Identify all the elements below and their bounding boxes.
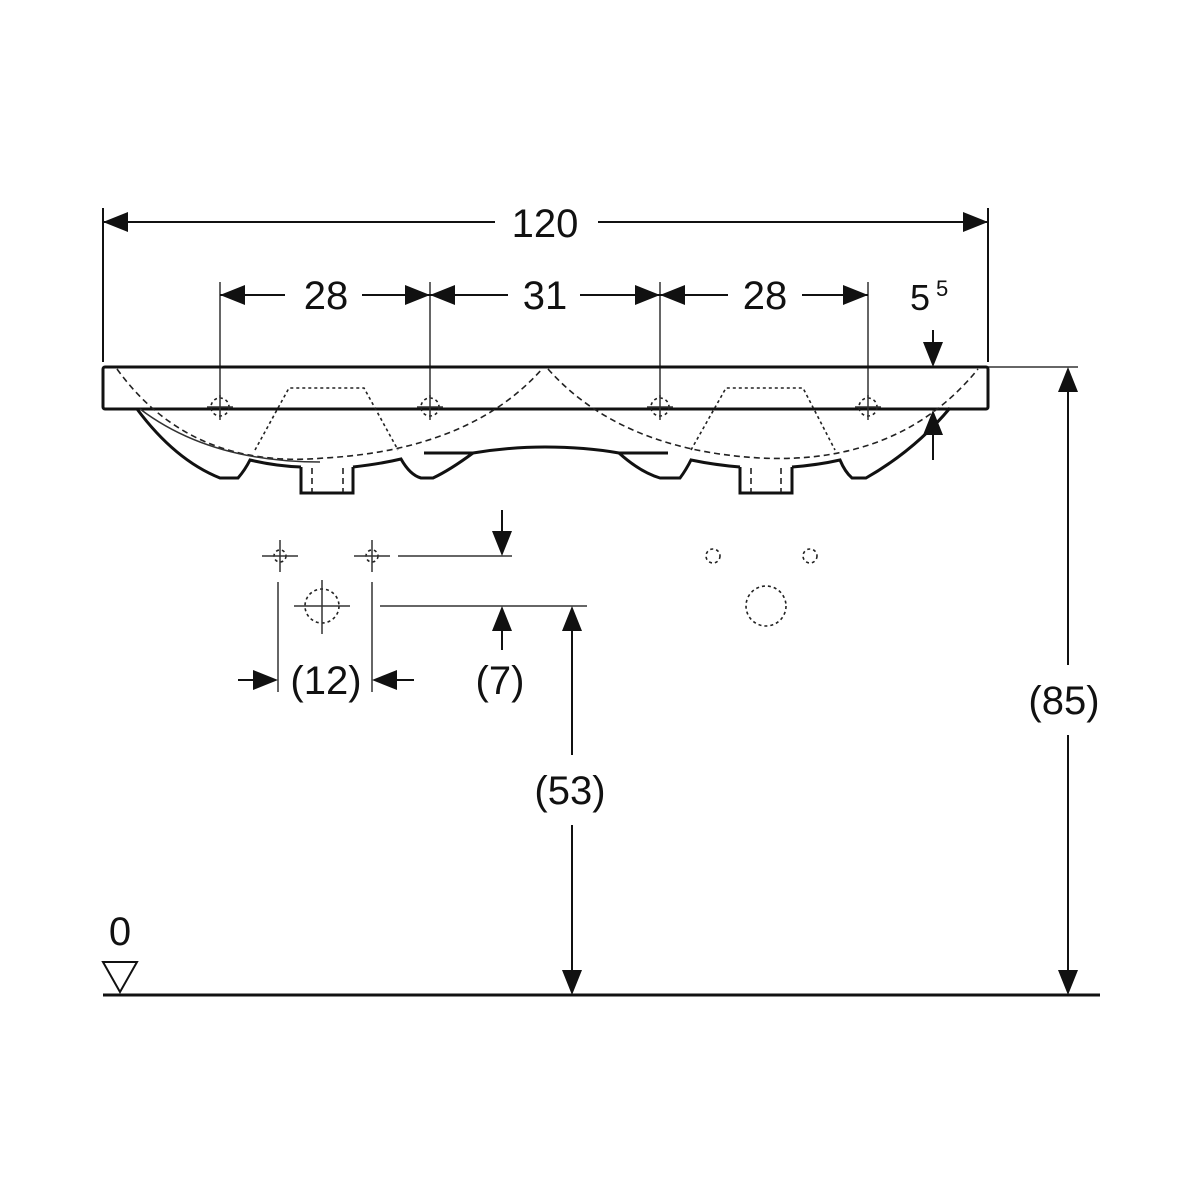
tap-hole-spacing-label: (12) bbox=[290, 659, 361, 703]
overall-width-label: 120 bbox=[512, 202, 579, 246]
floor-level: 0 bbox=[101, 910, 1100, 997]
right-tap-spacing-label: 28 bbox=[743, 274, 788, 318]
overall-width-dimension: 120 bbox=[102, 202, 989, 362]
waste-hole-icon bbox=[745, 585, 787, 627]
rim-thickness-label: 5 bbox=[910, 277, 930, 318]
hole-icon bbox=[705, 548, 721, 564]
tap-hole-icon bbox=[417, 395, 443, 420]
double-washbasin bbox=[101, 365, 990, 495]
tap-hole-icon bbox=[207, 395, 233, 420]
connection-layout: (12) (7) bbox=[238, 510, 818, 703]
tap-hole-icon bbox=[855, 395, 881, 420]
rim-thickness-dimension: 5 5 bbox=[888, 276, 1078, 460]
rim-height-dimension: (85) bbox=[1028, 367, 1100, 995]
left-tap-spacing-label: 28 bbox=[304, 274, 349, 318]
rim-height-label: (85) bbox=[1028, 679, 1099, 723]
tap-offset-label: (7) bbox=[476, 659, 525, 703]
tap-hole-icon bbox=[647, 395, 673, 420]
hole-icon bbox=[802, 548, 818, 564]
waste-height-dimension: (53) bbox=[534, 606, 606, 995]
rim-thickness-superscript: 5 bbox=[936, 276, 948, 301]
center-spacing-label: 31 bbox=[523, 274, 568, 318]
level-marker-icon bbox=[101, 961, 139, 995]
floor-level-label: 0 bbox=[109, 910, 131, 954]
tap-spacing-dimensions: 28 31 28 bbox=[219, 274, 869, 398]
waste-height-label: (53) bbox=[534, 769, 605, 813]
